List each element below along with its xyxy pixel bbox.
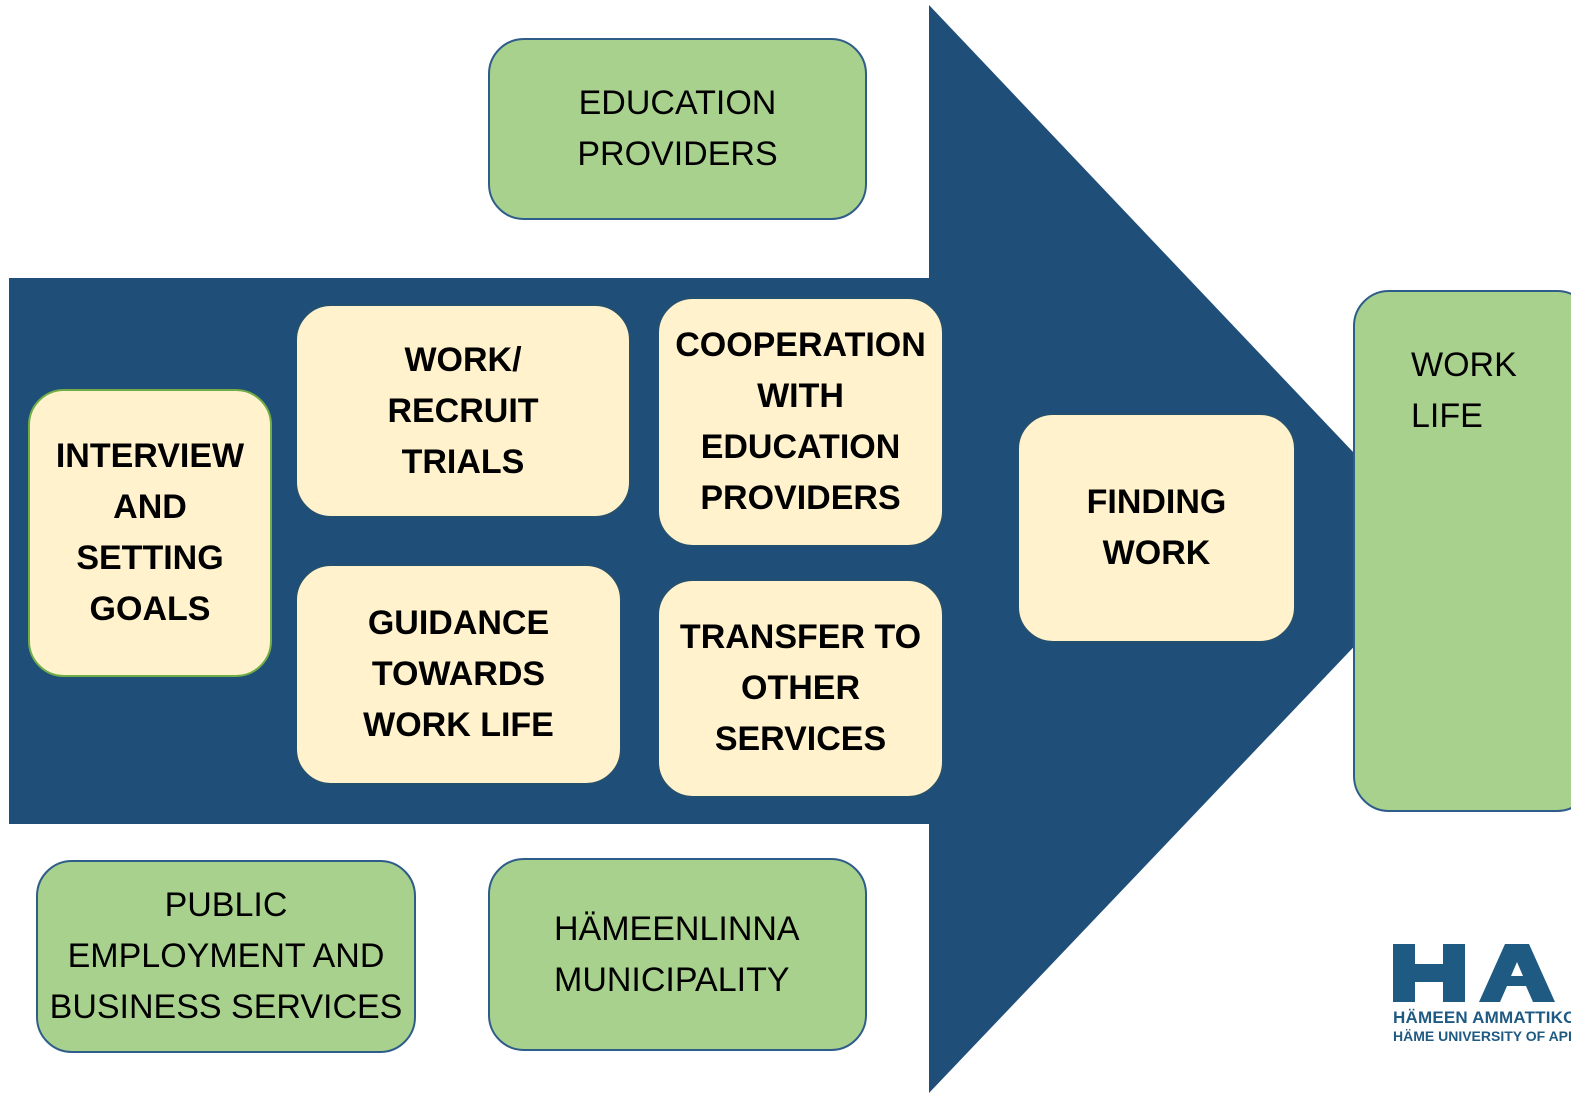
education-providers-box: EDUCATION PROVIDERS xyxy=(488,38,867,220)
finding-work-box: FINDING WORK xyxy=(1017,413,1296,643)
logo-text-english: HÄME UNIVERSITY OF APPLIED SCIENCES xyxy=(1393,1028,1571,1044)
cooperation-education-box: COOPERATION WITH EDUCATION PROVIDERS xyxy=(657,297,944,547)
hamk-logo-mark xyxy=(1393,944,1555,1002)
transfer-services-box: TRANSFER TO OTHER SERVICES xyxy=(657,579,944,798)
hamk-logo: HÄMEEN AMMATTIKORKEAKOULU HÄME UNIVERSIT… xyxy=(1393,940,1571,1050)
hameenlinna-municipality-box: HÄMEENLINNA MUNICIPALITY xyxy=(488,858,867,1051)
guidance-work-life-box: GUIDANCE TOWARDS WORK LIFE xyxy=(295,564,622,785)
interview-setting-goals-box: INTERVIEW AND SETTING GOALS xyxy=(28,389,272,677)
logo-text-finnish: HÄMEEN AMMATTIKORKEAKOULU xyxy=(1393,1008,1571,1027)
work-life-box: WORK LIFE xyxy=(1353,290,1571,812)
work-recruit-trials-box: WORK/ RECRUIT TRIALS xyxy=(295,304,631,518)
process-arrow-shape xyxy=(9,5,1446,1093)
public-employment-box: PUBLIC EMPLOYMENT AND BUSINESS SERVICES xyxy=(36,860,416,1053)
